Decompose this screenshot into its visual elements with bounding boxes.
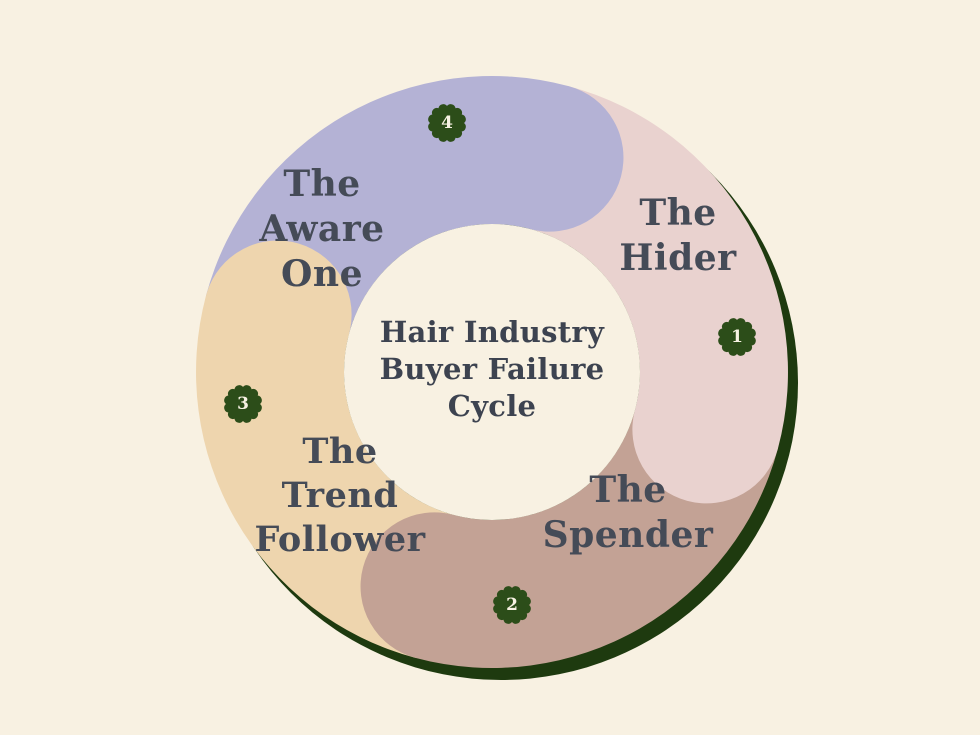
badge-1: 1 [715,315,759,359]
badge-number: 2 [506,595,518,615]
badge-4: 4 [425,101,469,145]
badge-number: 3 [237,394,249,414]
badge-number: 4 [441,113,453,133]
label-aware-one: The Aware One [259,163,385,295]
segment-trend-follower-cap [203,240,352,389]
label-spender: The Spender [542,469,714,556]
seal-icon [428,104,466,142]
center-hole [344,224,640,520]
seal-icon [718,318,756,356]
label-trend-follower: The Trend Follower [254,431,426,560]
label-hider: The Hider [619,192,737,279]
seal-icon [224,385,262,423]
seal-icon [493,586,531,624]
badge-number: 1 [731,327,743,347]
badge-3: 3 [221,382,265,426]
badge-2: 2 [490,583,534,627]
diagram-title: Hair Industry Buyer Failure Cycle [379,315,605,424]
